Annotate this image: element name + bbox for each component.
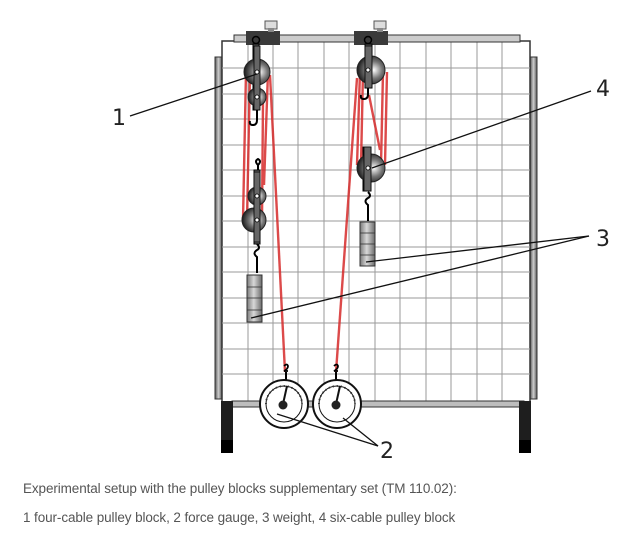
base-frame <box>221 400 531 453</box>
force-gauge-right <box>312 363 362 429</box>
weight-left <box>246 274 263 323</box>
six-cable-pulley-block <box>356 35 386 221</box>
pulley-setup-diagram: 1 4 3 2 <box>112 20 610 464</box>
four-cable-pulley-block <box>241 35 271 273</box>
caption-title: Experimental setup with the pulley block… <box>23 481 457 496</box>
weight-right <box>359 221 376 267</box>
callout-4: 4 <box>596 77 610 102</box>
callout-2: 2 <box>380 439 394 464</box>
grid-panel <box>221 40 531 404</box>
callout-3: 3 <box>596 227 610 252</box>
cables <box>241 71 389 373</box>
callout-1: 1 <box>112 106 126 131</box>
leader-lines <box>129 73 592 447</box>
callout-labels: 1 4 3 2 <box>112 77 610 464</box>
caption-legend: 1 four-cable pulley block, 2 force gauge… <box>23 510 456 525</box>
force-gauge-left <box>259 363 309 429</box>
